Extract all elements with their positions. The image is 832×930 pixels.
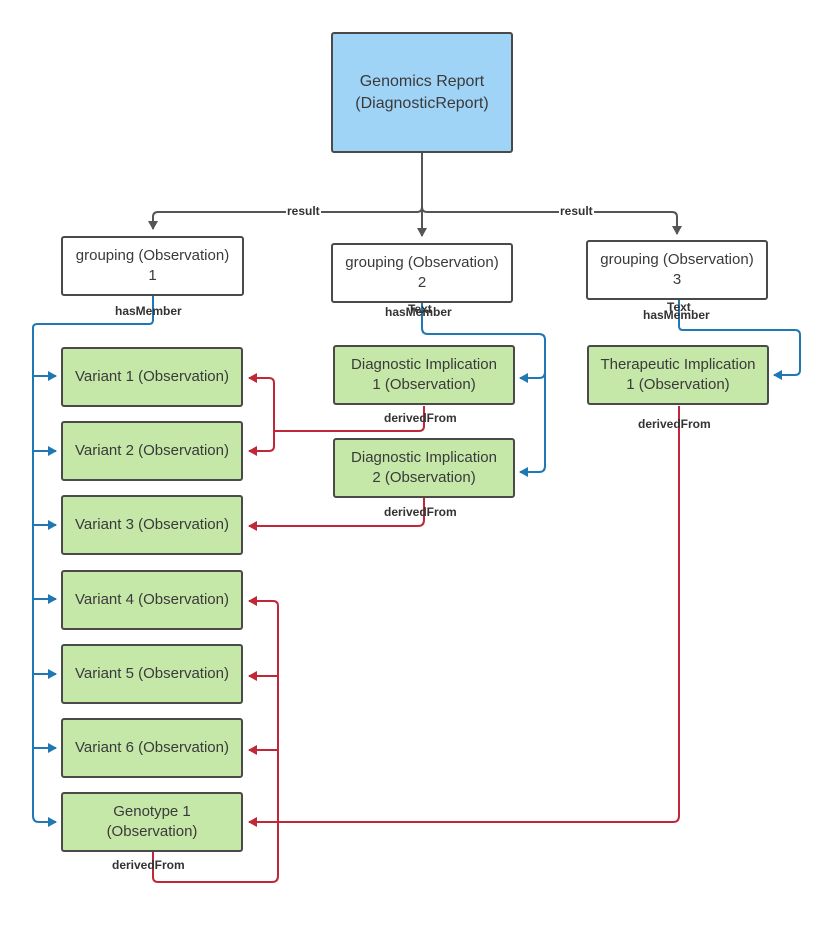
edge-label-hasmember-g2: hasMember xyxy=(385,305,452,319)
edge-hasmember-g1-trunk xyxy=(32,296,154,827)
node-subtitle: 1 (Observation) xyxy=(372,376,476,393)
edge-label-derivedfrom-genotype: derivedFrom xyxy=(112,858,185,872)
node-title: grouping (Observation) xyxy=(600,251,754,268)
node-title: Variant 6 (Observation) xyxy=(75,739,229,756)
therapeutic-implication-1-node: Therapeutic Implication 1 (Observation) xyxy=(587,345,769,405)
variant-6-node: Variant 6 (Observation) xyxy=(61,718,243,778)
node-title: Variant 5 (Observation) xyxy=(75,665,229,682)
grouping-2-node: grouping (Observation) 2 xyxy=(331,243,513,303)
grouping-1-node: grouping (Observation) 1 xyxy=(61,236,244,296)
node-subtitle: (DiagnosticReport) xyxy=(355,94,489,112)
node-subtitle: 3 xyxy=(672,271,682,288)
diagnostic-implication-1-node: Diagnostic Implication 1 (Observation) xyxy=(333,345,515,405)
edge-label-hasmember-g1: hasMember xyxy=(115,304,182,318)
variant-2-node: Variant 2 (Observation) xyxy=(61,421,243,481)
edge-derivedfrom-tx1-genotype xyxy=(248,406,680,827)
node-subtitle: (Observation) xyxy=(106,823,198,840)
edge-hasmember-g3-tx1 xyxy=(678,300,801,380)
genotype-1-node: Genotype 1 (Observation) xyxy=(61,792,243,852)
node-subtitle: 1 (Observation) xyxy=(626,376,730,393)
diagnostic-implication-2-node: Diagnostic Implication 2 (Observation) xyxy=(333,438,515,498)
genomics-report-node: Genomics Report (DiagnosticReport) xyxy=(331,32,513,153)
edge-derivedfrom-genotype-trunk xyxy=(152,596,279,883)
variant-5-node: Variant 5 (Observation) xyxy=(61,644,243,704)
node-title: Variant 3 (Observation) xyxy=(75,516,229,533)
edge-label-text-g2: Text xyxy=(408,302,432,316)
edge-hasmember-g2-dx1 xyxy=(421,302,546,383)
node-title: Variant 4 (Observation) xyxy=(75,591,229,608)
node-title: Variant 1 (Observation) xyxy=(75,368,229,385)
edge-hasmember-g2-dx2 xyxy=(519,372,546,477)
edge-label-derivedfrom-dx1: derivedFrom xyxy=(384,411,457,425)
variant-4-node: Variant 4 (Observation) xyxy=(61,570,243,630)
node-title: Diagnostic Implication xyxy=(351,449,497,466)
node-subtitle: 2 xyxy=(417,274,427,291)
variant-1-node: Variant 1 (Observation) xyxy=(61,347,243,407)
node-title: grouping (Observation) xyxy=(345,254,499,271)
edge-derivedfrom-dx1-variant1 xyxy=(248,373,275,431)
edge-label-derivedfrom-dx2: derivedFrom xyxy=(384,505,457,519)
edge-label-result-right: result xyxy=(559,204,594,218)
node-subtitle: 2 (Observation) xyxy=(372,469,476,486)
variant-3-node: Variant 3 (Observation) xyxy=(61,495,243,555)
grouping-3-node: grouping (Observation) 3 xyxy=(586,240,768,300)
edge-derivedfrom-dx2-variant3 xyxy=(248,498,425,531)
node-title: Therapeutic Implication xyxy=(600,356,756,373)
edge-label-text-g3: Text xyxy=(667,300,691,314)
node-title: Genotype 1 xyxy=(113,803,191,820)
edge-derivedfrom-dx1-variant2 xyxy=(248,431,275,456)
node-title: Diagnostic Implication xyxy=(351,356,497,373)
edge-label-derivedfrom-tx1: derivedFrom xyxy=(638,417,711,431)
edge-derivedfrom-dx1-trunk xyxy=(274,406,425,432)
node-title: Variant 2 (Observation) xyxy=(75,442,229,459)
node-title: Genomics Report xyxy=(359,72,485,90)
node-subtitle: 1 xyxy=(148,267,157,284)
edge-label-hasmember-g3: hasMember xyxy=(643,308,710,322)
node-title: grouping (Observation) xyxy=(75,247,230,264)
edge-result-to-grouping3 xyxy=(421,206,682,235)
edge-label-result-left: result xyxy=(286,204,321,218)
